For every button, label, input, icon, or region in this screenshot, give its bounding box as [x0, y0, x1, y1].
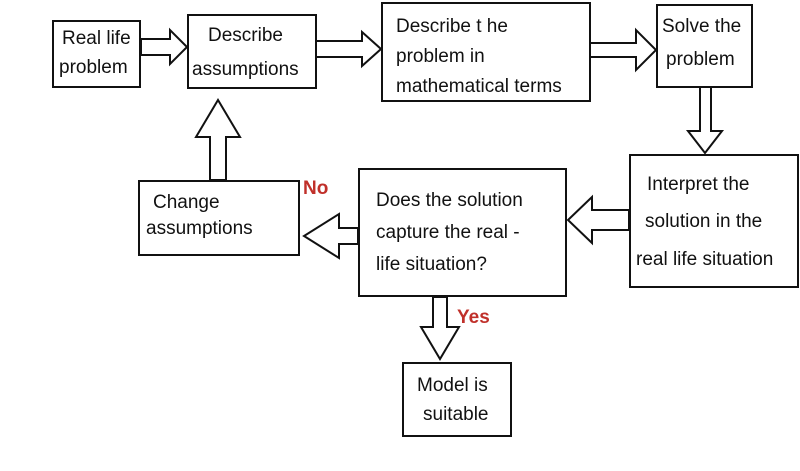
node-line: Describe t he [396, 16, 508, 37]
node-real-life-problem: Real life problem [52, 20, 141, 88]
node-model-suitable: Model is suitable [402, 362, 512, 437]
node-line: Solve the [662, 16, 742, 37]
arrow-solve-to-interpret [685, 86, 725, 155]
node-change-assumptions: Change assumptions [138, 180, 300, 256]
node-line: solution in the [645, 211, 763, 232]
node-line: problem [666, 49, 735, 70]
node-line: mathematical terms [396, 76, 562, 97]
node-line: Interpret the [647, 174, 750, 195]
node-line: capture the real - [376, 222, 520, 243]
arrow-math-to-solve [588, 27, 658, 73]
arrow-question-to-change [302, 212, 359, 260]
node-interpret: Interpret the solution in the real life … [629, 154, 799, 288]
node-question: Does the solution capture the real - lif… [358, 168, 567, 297]
node-line: problem [59, 57, 128, 78]
node-solve: Solve the problem [656, 4, 753, 88]
node-line: life situation? [376, 254, 487, 275]
node-line: assumptions [146, 218, 253, 239]
node-line: Model is [417, 375, 488, 396]
node-line: real life situation [636, 249, 774, 270]
arrow-question-to-model [419, 296, 461, 361]
arrow-interpret-to-question [566, 194, 630, 246]
node-line: problem in [396, 46, 485, 67]
arrow-real-to-assumptions [140, 27, 189, 67]
node-line: Change [153, 192, 220, 213]
node-line: assumptions [192, 59, 299, 80]
node-describe-math: Describe t he problem in mathematical te… [381, 2, 591, 102]
node-line: suitable [423, 404, 489, 425]
arrow-assumptions-to-math [315, 29, 383, 69]
arrow-change-to-assumptions [194, 98, 242, 181]
node-describe-assumptions: Describe assumptions [187, 14, 317, 89]
node-line: Does the solution [376, 190, 523, 211]
edge-label-yes: Yes [457, 307, 490, 328]
node-line: Describe [208, 25, 283, 46]
edge-label-no: No [303, 178, 329, 199]
node-line: Real life [62, 28, 131, 49]
